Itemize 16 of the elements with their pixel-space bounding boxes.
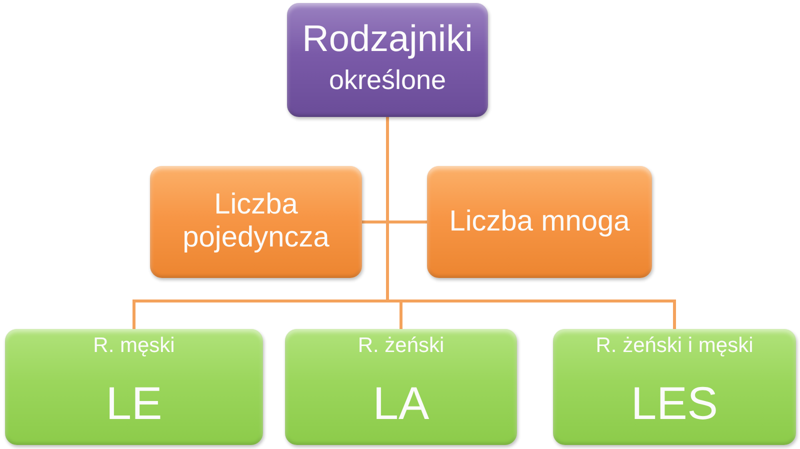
process-box <box>287 3 488 117</box>
node-label: R. żeński i męski <box>594 334 754 358</box>
process-box <box>553 329 796 445</box>
article-text: LA <box>372 377 430 430</box>
process-box <box>5 329 263 445</box>
process-box <box>285 329 517 445</box>
article-text: LES <box>630 377 719 430</box>
process-box <box>150 166 362 278</box>
node-label: R. męski <box>92 334 176 358</box>
process-box <box>427 166 652 278</box>
node-title: Rodzajniki <box>301 18 474 61</box>
node-label: Liczba mnoga <box>448 205 631 239</box>
node-label: R. żeński <box>356 334 446 358</box>
article-text: LE <box>104 377 164 430</box>
node-subtitle: określone <box>328 65 448 96</box>
node-label: Liczba pojedyncza <box>182 188 330 256</box>
